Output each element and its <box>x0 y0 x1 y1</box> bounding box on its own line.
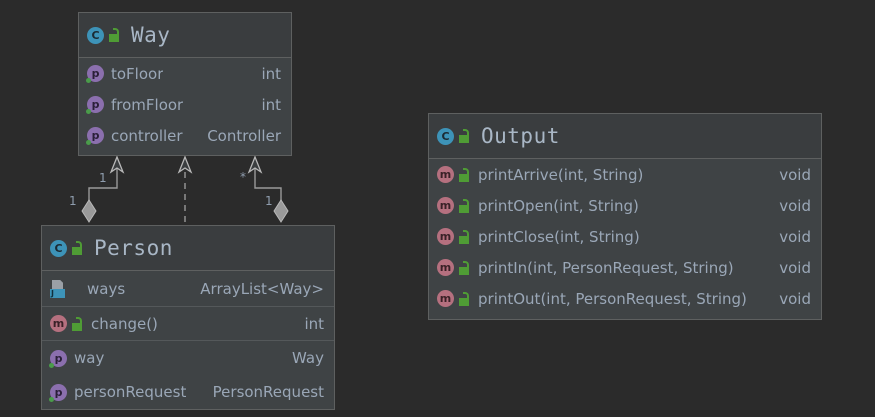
member-name: change() <box>91 314 158 333</box>
member-row[interactable]: p way Way <box>42 341 334 375</box>
class-icon: C <box>437 127 454 145</box>
method-icon: m <box>437 166 454 183</box>
class-properties-person: p way Way p personRequest PersonRequest <box>42 340 334 409</box>
member-type: void <box>779 227 811 246</box>
multiplicity-right-source: 1 <box>265 194 273 208</box>
java-field-icon: J <box>50 279 68 298</box>
method-icon: m <box>437 228 454 245</box>
member-type: PersonRequest <box>212 383 324 401</box>
class-title-output: Output <box>481 124 560 148</box>
member-row[interactable]: p personRequest PersonRequest <box>42 375 334 409</box>
member-type: void <box>779 196 811 215</box>
member-type: int <box>261 64 281 83</box>
multiplicity-left-target: 1 <box>99 171 107 185</box>
lock-icon <box>71 241 84 255</box>
property-icon: p <box>86 127 104 145</box>
lock-icon <box>458 229 471 244</box>
class-icon: C <box>50 239 67 257</box>
member-type: void <box>779 289 811 308</box>
member-type: int <box>304 314 324 333</box>
member-type: ArrayList<Way> <box>200 279 324 298</box>
method-icon: m <box>50 315 67 332</box>
member-row[interactable]: m printIn(int, PersonRequest, String) vo… <box>429 252 821 283</box>
class-title-way: Way <box>131 23 171 47</box>
member-name: toFloor <box>111 64 164 83</box>
member-type: int <box>261 95 281 114</box>
lock-icon <box>458 129 471 143</box>
multiplicity-left-source: 1 <box>69 194 77 208</box>
java-field-badge: J <box>50 288 65 298</box>
member-name: printIn(int, PersonRequest, String) <box>478 258 734 277</box>
class-header-output: C Output <box>429 114 821 159</box>
member-name: ways <box>87 279 126 298</box>
class-icon: C <box>87 26 104 44</box>
class-header-way: C Way <box>79 13 291 58</box>
lock-icon <box>71 316 84 331</box>
lock-icon <box>458 167 471 182</box>
class-header-person: C Person <box>42 226 334 271</box>
member-row[interactable]: m change() int <box>42 307 334 340</box>
class-box-way[interactable]: C Way p toFloor int p fromFloor int p co… <box>78 12 292 156</box>
member-row[interactable]: m printClose(int, String) void <box>429 221 821 252</box>
property-icon: p <box>49 349 67 368</box>
relationship-aggregation-left <box>81 155 125 223</box>
class-box-output[interactable]: C Output m printArrive(int, String) void… <box>428 113 822 320</box>
member-row[interactable]: p toFloor int <box>79 58 291 89</box>
member-name: way <box>74 349 105 367</box>
member-name: printArrive(int, String) <box>478 165 644 184</box>
lock-icon <box>458 198 471 213</box>
member-type: Controller <box>207 126 281 145</box>
class-members-way: p toFloor int p fromFloor int p controll… <box>79 58 291 151</box>
member-name: printOut(int, PersonRequest, String) <box>478 289 747 308</box>
member-row[interactable]: J ways ArrayList<Way> <box>42 271 334 306</box>
member-row[interactable]: p controller Controller <box>79 120 291 151</box>
property-icon: p <box>86 65 104 83</box>
member-name: printOpen(int, String) <box>478 196 639 215</box>
member-type: Way <box>292 349 324 367</box>
multiplicity-right-target: * <box>240 170 246 184</box>
relationship-dependency <box>177 155 193 222</box>
lock-icon <box>458 260 471 275</box>
member-name: controller <box>111 126 183 145</box>
member-name: printClose(int, String) <box>478 227 640 246</box>
member-row[interactable]: m printArrive(int, String) void <box>429 159 821 190</box>
method-icon: m <box>437 259 454 276</box>
member-name: personRequest <box>74 383 187 401</box>
property-icon: p <box>49 383 67 402</box>
member-row[interactable]: p fromFloor int <box>79 89 291 120</box>
member-row[interactable]: m printOpen(int, String) void <box>429 190 821 221</box>
member-type: void <box>779 258 811 277</box>
member-row[interactable]: m printOut(int, PersonRequest, String) v… <box>429 283 821 314</box>
relationship-aggregation-right <box>247 155 289 223</box>
lock-icon <box>108 28 121 42</box>
method-icon: m <box>437 197 454 214</box>
property-icon: p <box>86 96 104 114</box>
lock-icon <box>458 291 471 306</box>
class-methods-output: m printArrive(int, String) void m printO… <box>429 159 821 314</box>
member-name: fromFloor <box>111 95 184 114</box>
class-methods-person: m change() int <box>42 306 334 340</box>
member-type: void <box>779 165 811 184</box>
class-box-person[interactable]: C Person J ways ArrayList<Way> m change(… <box>41 225 335 410</box>
method-icon: m <box>437 290 454 307</box>
class-fields-person: J ways ArrayList<Way> <box>42 271 334 306</box>
class-title-person: Person <box>94 236 173 260</box>
